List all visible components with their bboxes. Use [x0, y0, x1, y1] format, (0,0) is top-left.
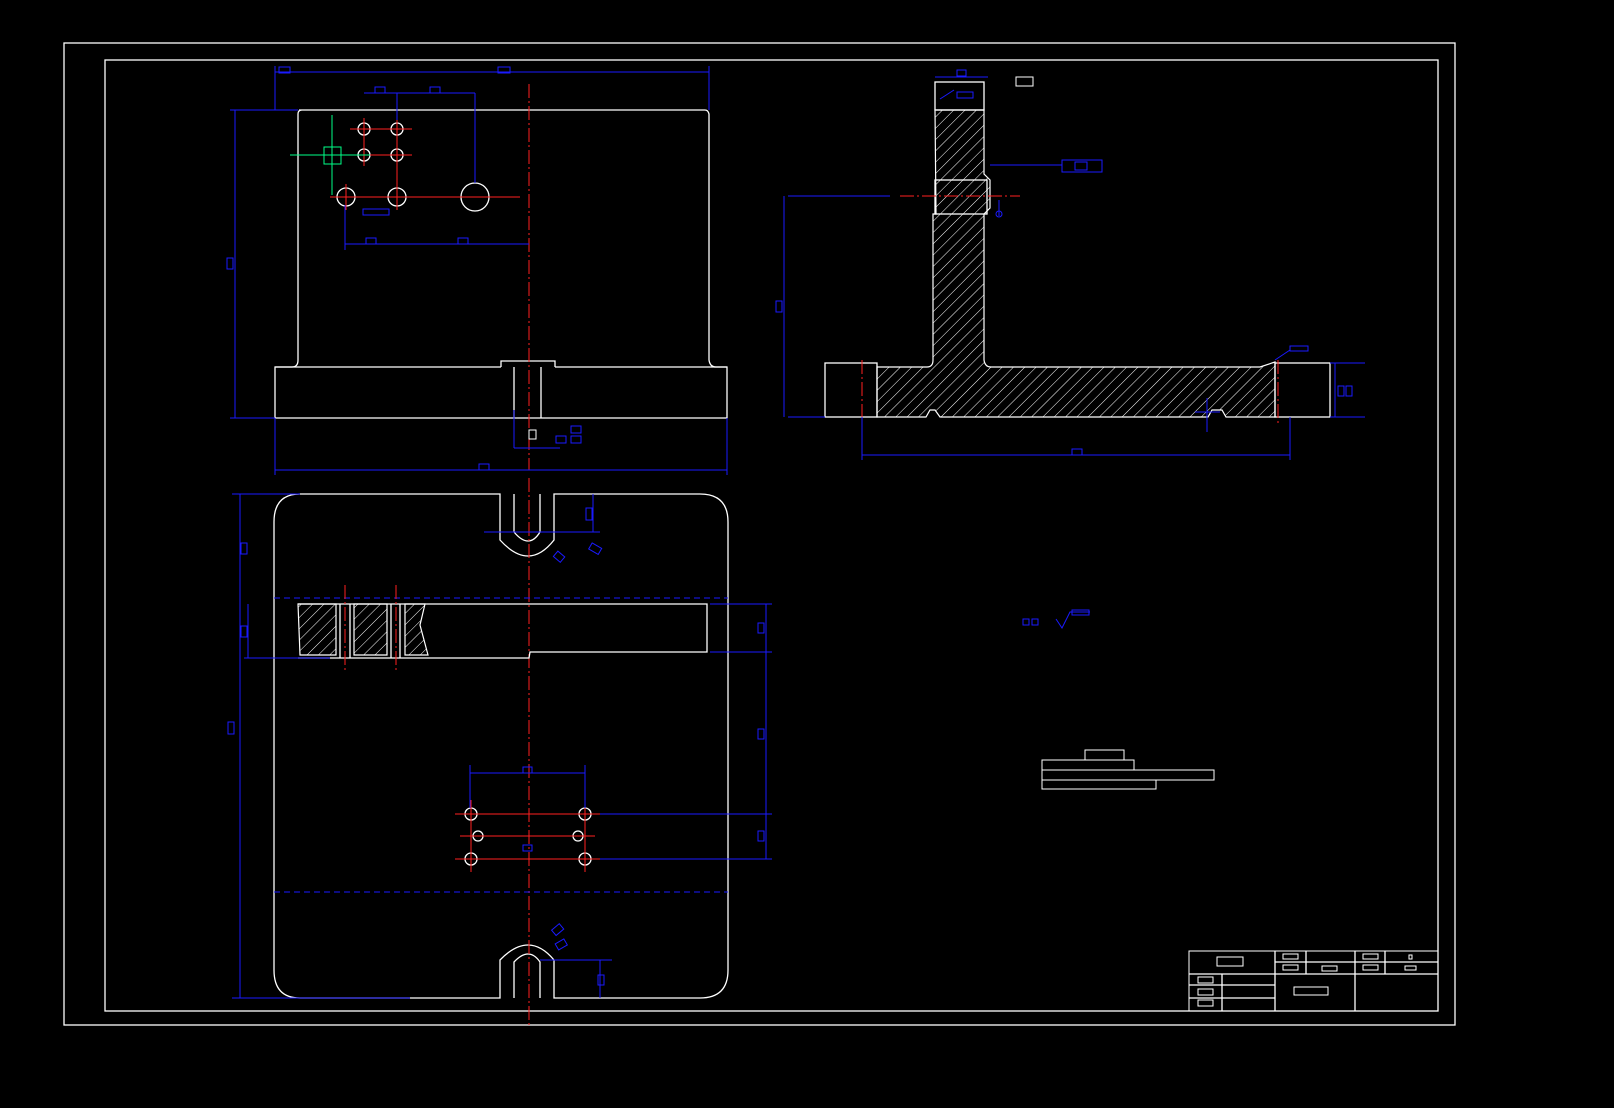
- hole-group-top: [455, 800, 600, 872]
- slot-section: [297, 585, 708, 670]
- technical-notes-block: [1041, 749, 1215, 790]
- outer-border: [63, 42, 1456, 1026]
- crosshair-cursor-icon: [290, 115, 370, 195]
- top-view: [227, 478, 772, 1025]
- inner-border: [104, 59, 1439, 1012]
- side-section-view: [775, 69, 1365, 460]
- top-view-dimensions: [227, 493, 772, 999]
- hole-group-front: [330, 118, 520, 212]
- title-block: [1188, 950, 1439, 1012]
- front-view: [226, 66, 728, 475]
- front-view-dimensions: [226, 66, 728, 475]
- surface-finish-note: [1022, 609, 1090, 629]
- side-view-dimensions: [775, 69, 1365, 460]
